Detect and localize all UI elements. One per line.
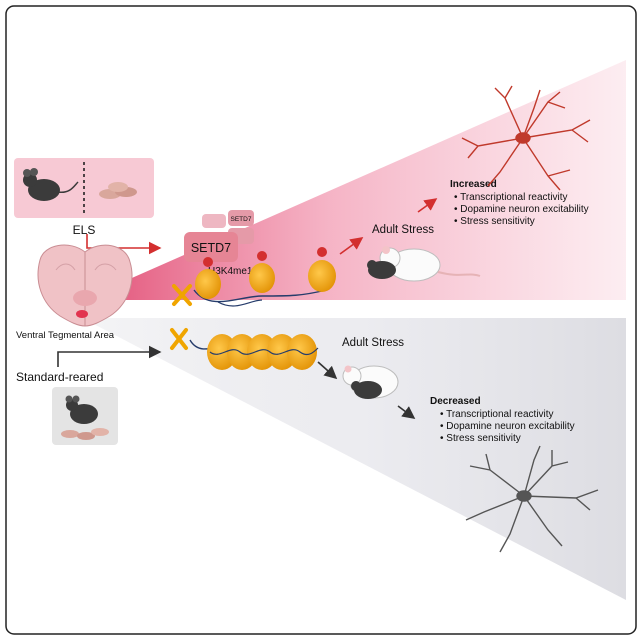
decreased-bullet-3: • Stress sensitivity — [440, 433, 521, 444]
increased-outcome: Increased • Transcriptional reactivity •… — [450, 179, 589, 227]
h3k4me1-label: H3K4me1 — [208, 266, 253, 277]
standard-arrow — [57, 345, 162, 367]
rat-icon — [367, 246, 481, 282]
decreased-bullet-1: • Transcriptional reactivity — [440, 409, 554, 420]
standard-panel — [52, 387, 118, 445]
increased-bullet-3: • Stress sensitivity — [454, 216, 535, 227]
methyl-mark — [203, 257, 213, 267]
decrease-arrow — [397, 405, 416, 419]
methyl-mark — [317, 247, 327, 257]
decreased-outcome: Decreased • Transcriptional reactivity •… — [430, 396, 575, 444]
rat-icon — [342, 365, 399, 399]
decreased-bullet-2: • Dopamine neuron excitability — [440, 421, 575, 432]
neuron-icon — [461, 85, 591, 191]
top-nucleosomes — [195, 247, 336, 299]
setd7-cluster: SETD7 SETD7 — [184, 210, 254, 262]
methyl-mark — [257, 251, 267, 261]
adult-stress-bottom-label: Adult Stress — [342, 337, 404, 349]
top-stress-arrow — [339, 237, 364, 255]
brain-icon — [37, 244, 133, 327]
adult-stress-top-label: Adult Stress — [372, 224, 434, 236]
pups-icon — [99, 182, 137, 199]
increase-arrow — [417, 198, 438, 213]
neuron-icon — [465, 445, 599, 553]
els-label: ELS — [73, 223, 96, 237]
vta-label: Ventral Tegmental Area — [16, 330, 115, 341]
top-dna-strand — [193, 289, 327, 307]
setd7-small-label: SETD7 — [231, 216, 252, 223]
standard-reared-label: Standard-reared — [16, 370, 103, 384]
decreased-heading: Decreased — [430, 396, 481, 407]
increased-bullet-1: • Transcriptional reactivity — [454, 192, 568, 203]
bottom-stress-arrow — [317, 361, 338, 380]
els-arrow — [86, 234, 162, 255]
els-panel — [14, 158, 154, 218]
increased-heading: Increased — [450, 179, 497, 190]
mouse-icon — [65, 395, 98, 424]
mouse-icon — [23, 168, 79, 201]
setd7-main-label: SETD7 — [191, 241, 231, 255]
increased-bullet-2: • Dopamine neuron excitability — [454, 204, 589, 215]
bottom-nucleosomes — [207, 334, 319, 370]
chromosome-icon — [172, 284, 192, 306]
chromosome-icon — [170, 328, 188, 350]
gray-cone — [82, 318, 626, 600]
